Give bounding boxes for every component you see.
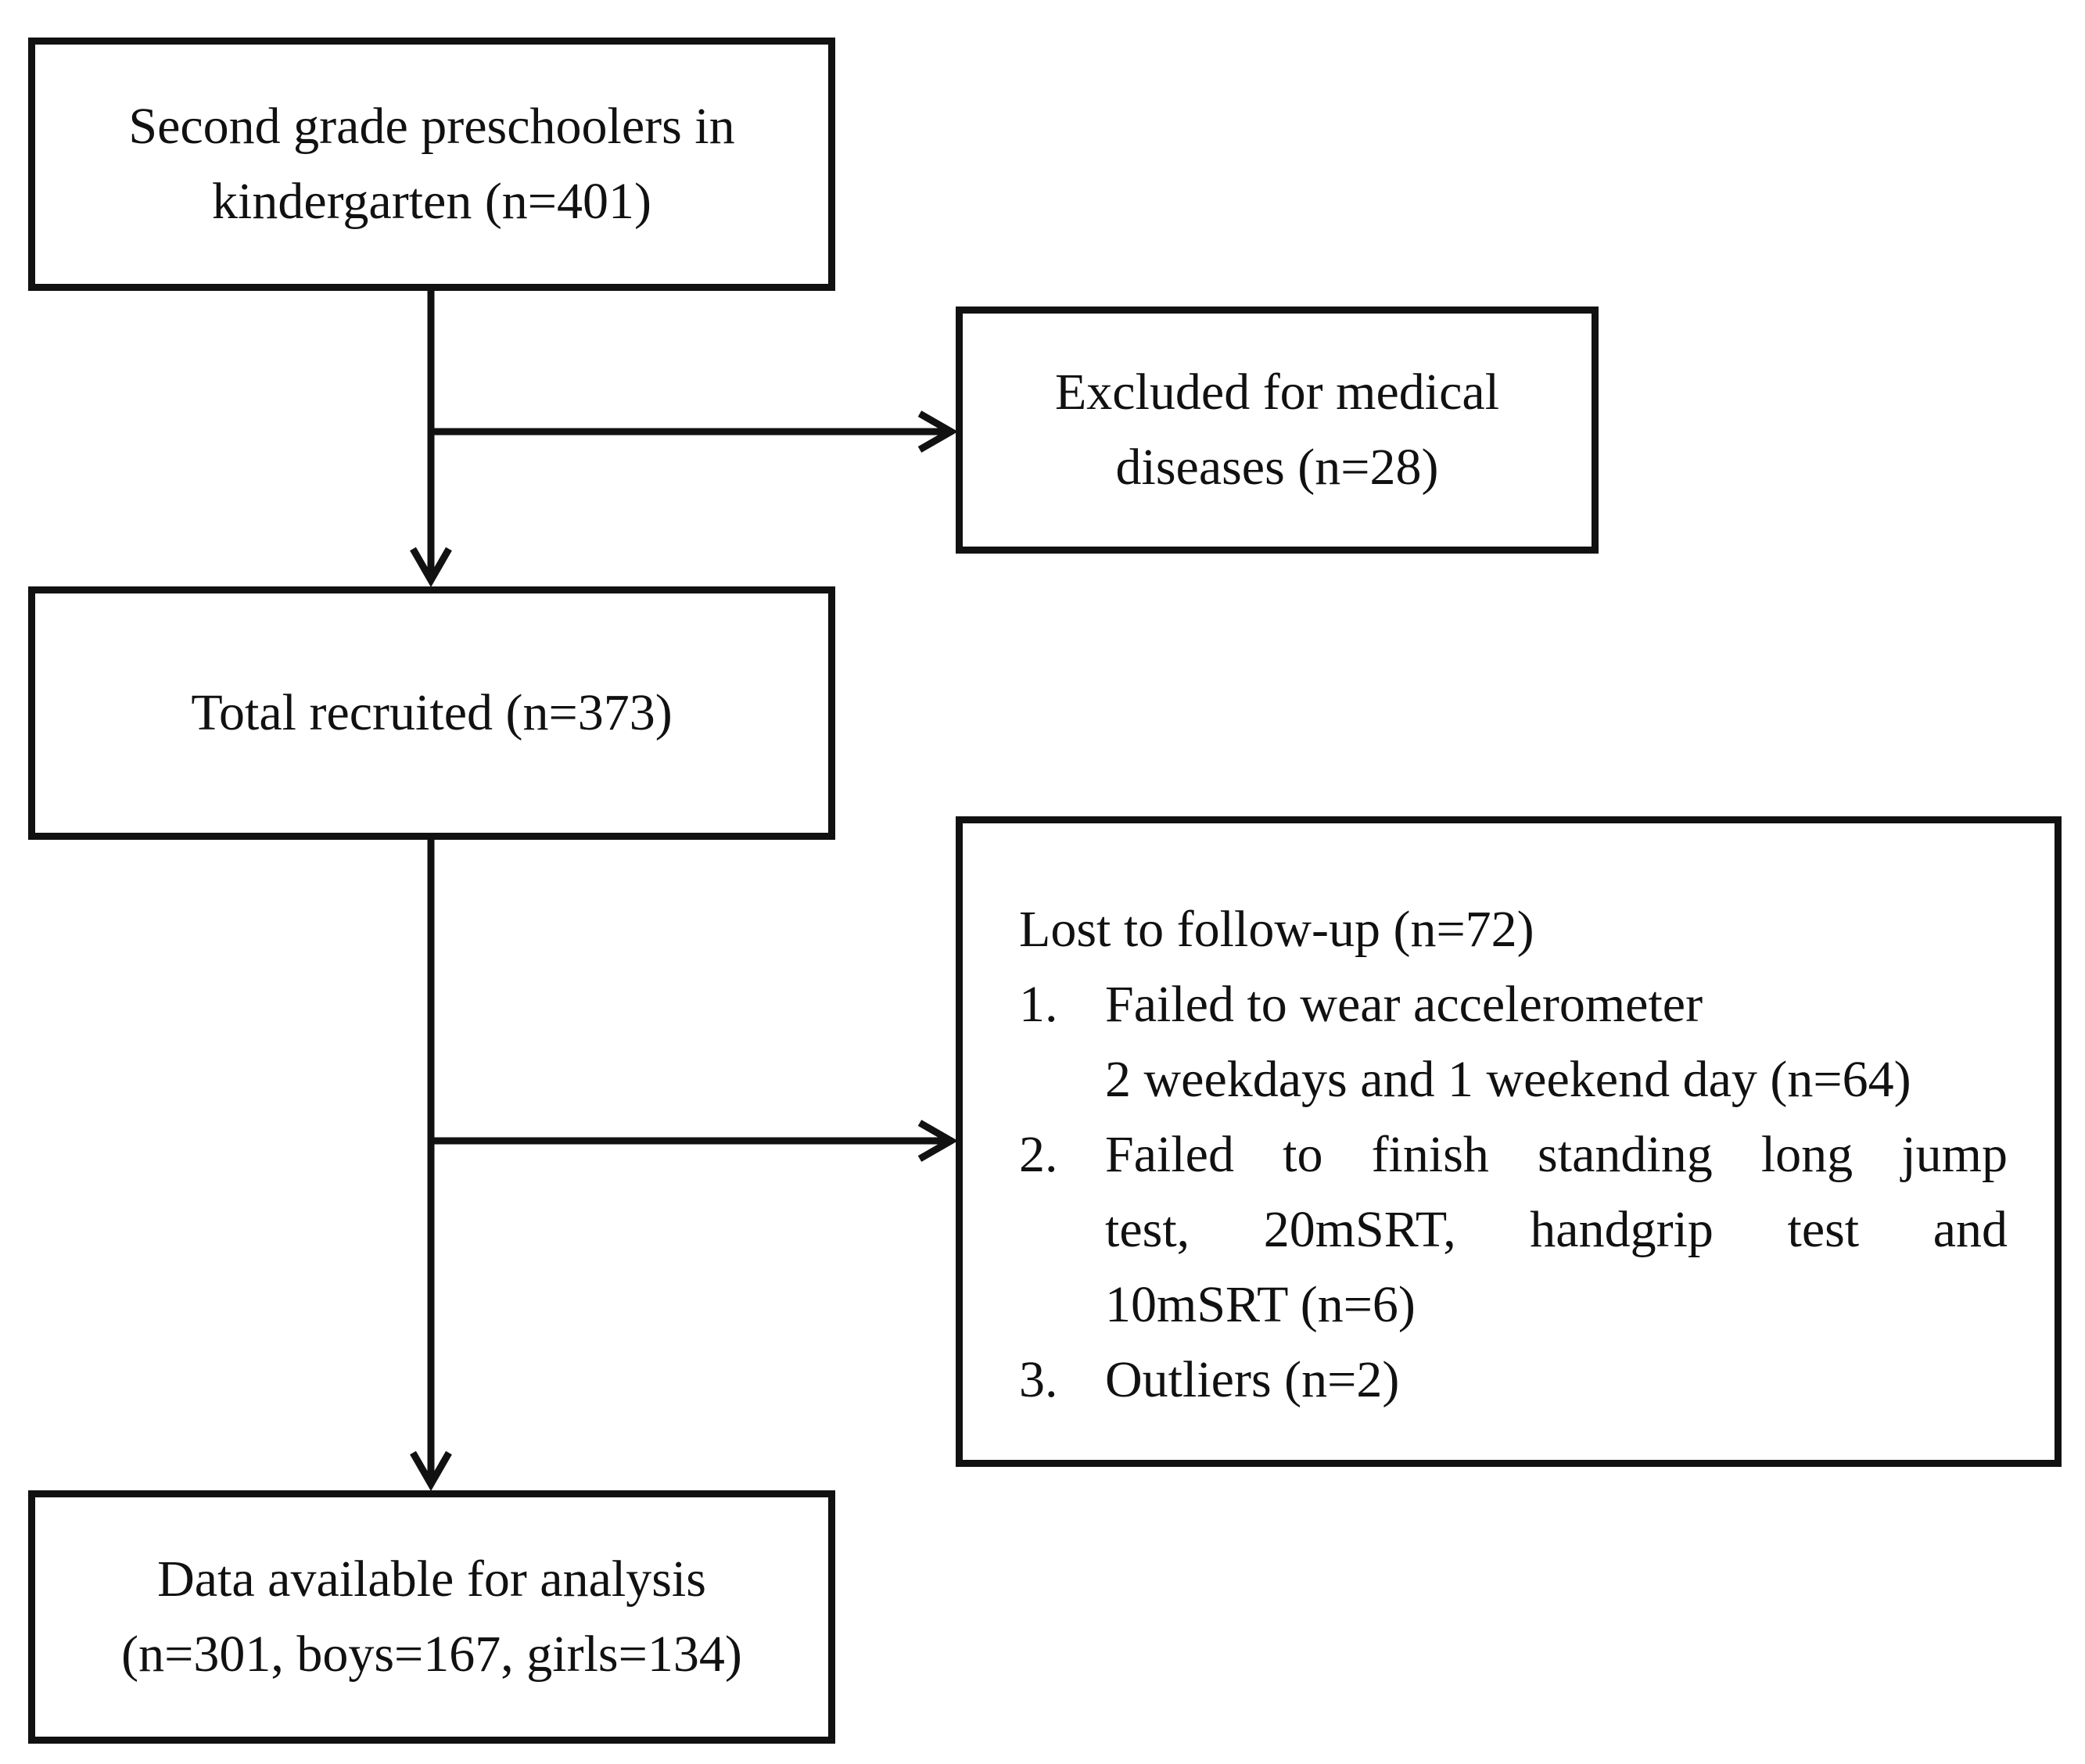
box-total-recruited: Total recruited (n=373)	[28, 586, 835, 840]
box-excluded-medical: Excluded for medical diseases (n=28)	[956, 307, 1599, 554]
lost-item-2-number: 2.	[1019, 1126, 1058, 1183]
lost-item-1: 1. Failed to wear accelerometer 2 weekda…	[1019, 967, 2008, 1117]
box-data-available: Data available for analysis (n=301, boys…	[28, 1490, 835, 1744]
arrowhead-final	[410, 1450, 452, 1492]
excluded-line-2: diseases (n=28)	[1115, 439, 1439, 496]
arrowhead-excluded	[917, 411, 959, 453]
lost-item-3: 3. Outliers (n=2)	[1019, 1343, 2008, 1418]
lost-item-3-number: 3.	[1019, 1351, 1058, 1408]
lost-title: Lost to follow-up (n=72)	[1019, 901, 1534, 958]
final-line-1: Data available for analysis	[157, 1551, 706, 1608]
arrowhead-lost	[917, 1120, 959, 1162]
lost-item-1-line-1: Failed to wear accelerometer	[1105, 976, 1703, 1033]
lost-item-2-line-1: Failed to finish standing long jump	[1105, 1126, 2008, 1183]
lost-item-2: 2. Failed to finish standing long jump t…	[1019, 1117, 2008, 1343]
excluded-line-1: Excluded for medical	[1054, 364, 1500, 421]
arrowhead-recruited	[410, 547, 452, 588]
final-line-2: (n=301, boys=167, girls=134)	[121, 1626, 742, 1683]
lost-item-1-number: 1.	[1019, 976, 1058, 1033]
box-lost-to-follow-up: Lost to follow-up (n=72) 1. Failed to we…	[956, 816, 2062, 1467]
start-line-1: Second grade preschoolers in	[128, 98, 735, 155]
recruited-line-1: Total recruited (n=373)	[191, 684, 673, 741]
lost-item-2-line-3: 10mSRT (n=6)	[1105, 1276, 1416, 1333]
lost-item-3-line-1: Outliers (n=2)	[1105, 1351, 1400, 1408]
box-second-grade-preschoolers: Second grade preschoolers in kindergarte…	[28, 38, 835, 291]
start-line-2: kindergarten (n=401)	[212, 173, 651, 230]
lost-item-2-line-2: test, 20mSRT, handgrip test and	[1105, 1201, 2008, 1258]
lost-item-1-line-2: 2 weekdays and 1 weekend day (n=64)	[1105, 1051, 1911, 1108]
